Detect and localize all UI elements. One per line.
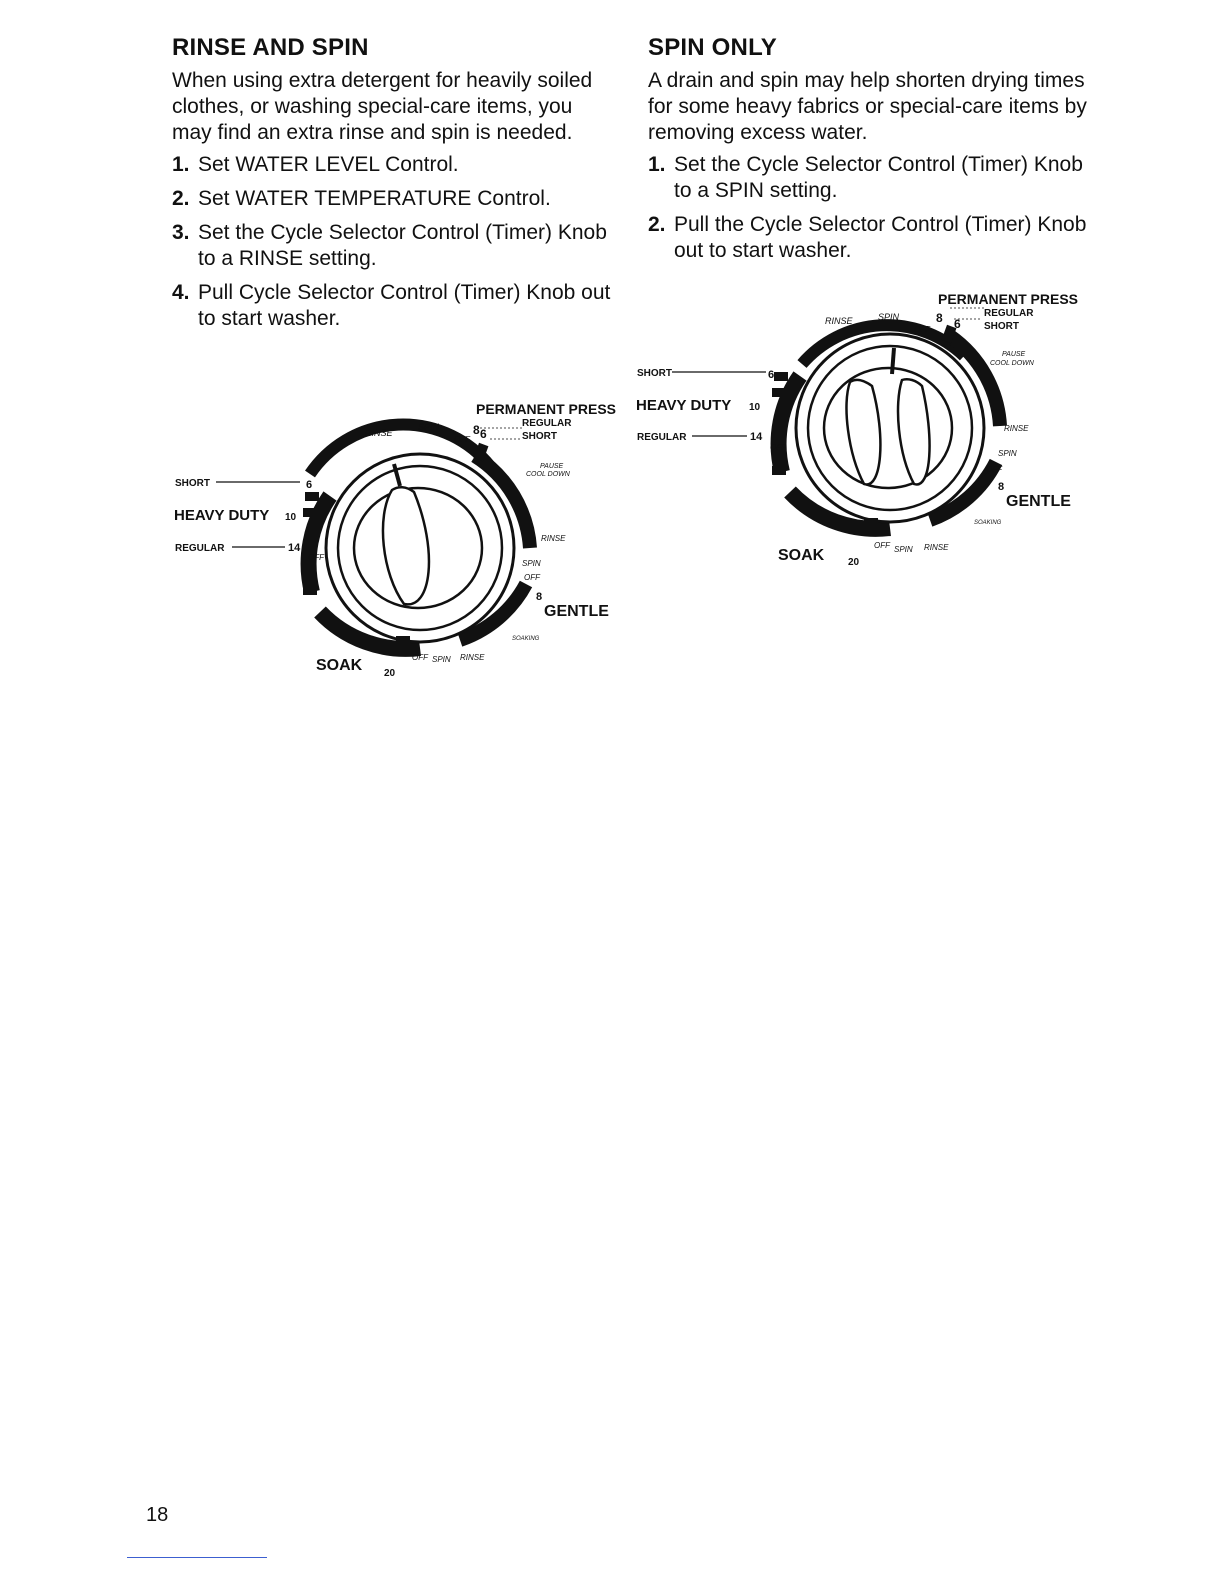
- soak-label: SOAK: [778, 547, 825, 564]
- off-label: OFF: [770, 443, 787, 452]
- step-number: 2.: [648, 213, 666, 236]
- section-intro: A drain and spin may help shorten drying…: [648, 69, 1087, 144]
- setting-number: 8: [473, 423, 480, 437]
- step-text: Pull the Cycle Selector Control (Timer) …: [674, 213, 1087, 262]
- spin-label: SPIN: [432, 655, 451, 664]
- off-label: OFF: [914, 325, 931, 334]
- step-number: 3.: [172, 221, 190, 244]
- spin-only-section: SPIN ONLY A drain and spin may help shor…: [648, 34, 1088, 272]
- heavy-duty-label: HEAVY DUTY: [636, 397, 731, 414]
- dial-svg: PERMANENT PRESS REGULAR SHORT 8 6 RINSE …: [174, 401, 616, 679]
- spin-label: SPIN: [418, 422, 440, 432]
- soak-label: SOAK: [316, 657, 363, 674]
- regular-label: REGULAR: [637, 432, 687, 443]
- cool-down-label: COOL DOWN: [990, 360, 1035, 367]
- short-small-label: SHORT: [522, 431, 557, 442]
- setting-number: 6: [768, 369, 774, 381]
- list-item: 2. Set WATER TEMPERATURE Control.: [172, 186, 612, 212]
- step-text: Set WATER TEMPERATURE Control.: [198, 187, 551, 210]
- off-label: OFF: [308, 553, 325, 562]
- steps-list: 1. Set the Cycle Selector Control (Timer)…: [648, 152, 1088, 264]
- permanent-press-label: PERMANENT PRESS: [938, 291, 1078, 307]
- list-item: 1. Set the Cycle Selector Control (Timer)…: [648, 152, 1088, 204]
- rinse-label: RINSE: [924, 543, 949, 552]
- step-number: 1.: [172, 153, 190, 176]
- short-label: SHORT: [637, 368, 672, 379]
- spin-label: SPIN: [894, 545, 913, 554]
- gentle-label: GENTLE: [1006, 493, 1071, 510]
- short-small-label: SHORT: [984, 321, 1019, 332]
- rinse-label: RINSE: [1004, 424, 1029, 433]
- rinse-label: RINSE: [365, 428, 394, 438]
- dial-graphic: [672, 307, 1007, 537]
- regular-small-label: REGULAR: [984, 308, 1034, 319]
- step-text: Set WATER LEVEL Control.: [198, 153, 459, 176]
- heavy-duty-label: HEAVY DUTY: [174, 507, 269, 524]
- setting-number: 20: [848, 557, 860, 568]
- step-number: 1.: [648, 153, 666, 176]
- list-item: 1. Set WATER LEVEL Control.: [172, 152, 612, 178]
- gentle-label: GENTLE: [544, 603, 609, 620]
- step-text: Pull Cycle Selector Control (Timer) Knob…: [198, 281, 611, 330]
- step-text: Set the Cycle Selector Control (Timer) K…: [198, 221, 607, 270]
- off-label: OFF: [524, 573, 541, 582]
- step-number: 2.: [172, 187, 190, 210]
- dial-svg: PERMANENT PRESS REGULAR SHORT 8 6 RINSE …: [636, 291, 1078, 568]
- regular-small-label: REGULAR: [522, 418, 572, 429]
- rinse-label: RINSE: [541, 534, 566, 543]
- step-number: 4.: [172, 281, 190, 304]
- regular-label: REGULAR: [175, 543, 225, 554]
- rinse-label: RINSE: [460, 653, 485, 662]
- setting-number: 8: [536, 591, 542, 603]
- off-label: OFF: [874, 541, 891, 550]
- page-number: 18: [146, 1504, 169, 1526]
- setting-number: 10: [285, 512, 297, 523]
- setting-number: 20: [384, 668, 396, 679]
- setting-number: 8: [936, 311, 943, 325]
- rinse-and-spin-section: RINSE AND SPIN When using extra detergen…: [172, 34, 612, 340]
- cool-down-label: COOL DOWN: [526, 471, 571, 478]
- cycle-selector-dial-illustration: PERMANENT PRESS REGULAR SHORT 8 6 RINSE …: [170, 396, 620, 686]
- list-item: 2. Pull the Cycle Selector Control (Timer…: [648, 212, 1088, 264]
- cycle-selector-dial-illustration: PERMANENT PRESS REGULAR SHORT 8 6 RINSE …: [632, 286, 1082, 576]
- section-title: RINSE AND SPIN: [172, 34, 369, 61]
- off-label: OFF: [454, 435, 471, 444]
- spin-label: SPIN: [878, 312, 900, 322]
- off-label: OFF: [986, 465, 1003, 474]
- spin-label: SPIN: [998, 449, 1017, 458]
- setting-number: 14: [750, 431, 763, 443]
- setting-number: 6: [306, 479, 312, 491]
- setting-number: 10: [749, 402, 761, 413]
- steps-list: 1. Set WATER LEVEL Control. 2. Set WATER T…: [172, 152, 612, 332]
- footer-rule: [127, 1557, 267, 1558]
- list-item: 3. Set the Cycle Selector Control (Timer)…: [172, 220, 612, 272]
- off-label: OFF: [412, 653, 429, 662]
- setting-number: 6: [954, 317, 961, 331]
- list-item: 4. Pull Cycle Selector Control (Timer) Kn…: [172, 280, 612, 332]
- section-intro: When using extra detergent for heavily s…: [172, 69, 593, 144]
- rinse-label: RINSE: [825, 316, 854, 326]
- soaking-label: SOAKING: [974, 520, 1002, 526]
- setting-number: 8: [998, 481, 1004, 493]
- soaking-label: SOAKING: [512, 636, 540, 642]
- short-label: SHORT: [175, 478, 210, 489]
- setting-number: 14: [288, 542, 301, 554]
- pause-label: PAUSE: [1002, 351, 1026, 358]
- permanent-press-label: PERMANENT PRESS: [476, 401, 616, 417]
- pause-label: PAUSE: [540, 463, 564, 470]
- setting-number: 6: [480, 427, 487, 441]
- spin-label: SPIN: [522, 559, 541, 568]
- dial-graphic: [216, 418, 537, 657]
- step-text: Set the Cycle Selector Control (Timer) K…: [674, 153, 1083, 202]
- section-title: SPIN ONLY: [648, 34, 777, 61]
